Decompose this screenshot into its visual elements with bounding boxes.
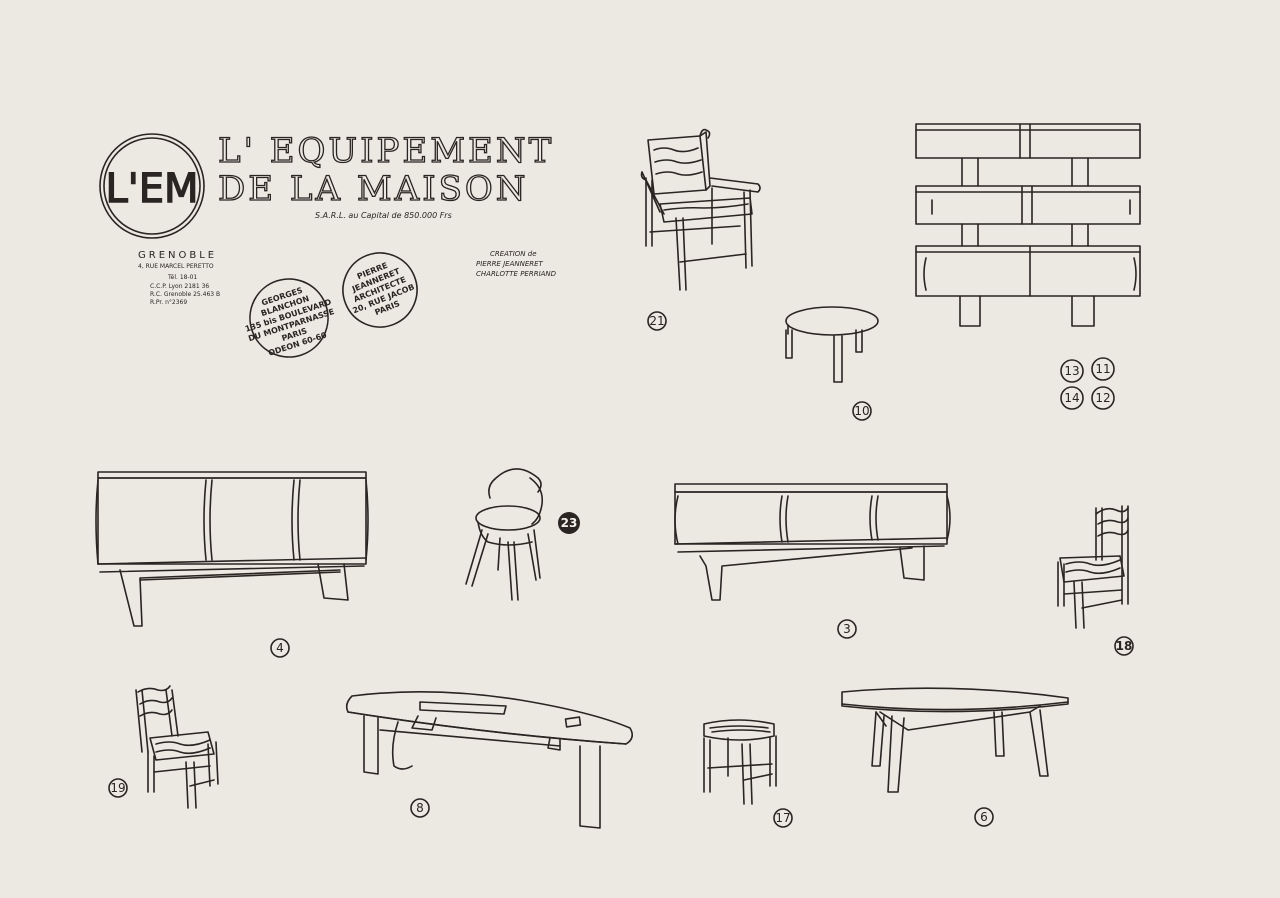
bookcase-numbers: 13 11 14 12 (1060, 357, 1115, 410)
item-number-17: 17 (773, 808, 793, 828)
title-line-1: L' EQUIPEMENT (218, 131, 554, 171)
designer-1: PIERRE JEANNERET (476, 260, 544, 268)
item-number-8: 8 (410, 798, 430, 818)
stamp-jeanneret: PIERRE JEANNERET ARCHITECTE 20, RUE JACO… (342, 252, 418, 328)
item-number-18-label: 18 (1116, 639, 1133, 653)
ccp-text: C.C.P. Lyon 2181 36 (150, 283, 209, 290)
item-number-17-label: 17 (775, 811, 790, 825)
address-text: 4, RUE MARCEL PERETTO (138, 263, 214, 270)
logo-text: L'EM (105, 166, 198, 212)
table-drawing (841, 687, 1069, 793)
stool-drawing (703, 719, 777, 805)
item-number-3-label: 3 (843, 622, 851, 636)
rp-text: R.Pr. n°2369 (150, 299, 187, 306)
item-number-14-label: 14 (1064, 391, 1079, 405)
low-table-drawing (785, 306, 879, 383)
item-number-23-label: 23 (561, 516, 578, 530)
item-number-21-label: 21 (649, 314, 664, 328)
sideboard-3-drawing (674, 483, 951, 601)
bentwood-chair-drawing (465, 468, 544, 601)
rc-text: R.C. Grenoble 25.463 B (150, 291, 220, 298)
straw-chair-18-drawing (1057, 505, 1129, 629)
item-number-19: 19 (108, 778, 128, 798)
item-number-13-label: 13 (1064, 364, 1079, 378)
item-number-19-label: 19 (110, 781, 125, 795)
item-number-6-label: 6 (980, 810, 988, 824)
capital-text: S.A.R.L. au Capital de 850.000 Frs (315, 211, 452, 220)
item-number-4: 4 (270, 638, 290, 658)
item-number-18: 18 (1114, 636, 1134, 656)
item-number-10-label: 10 (854, 404, 869, 418)
straw-chair-19-drawing (135, 685, 219, 809)
city-label: GRENOBLE (138, 250, 217, 261)
designer-2: CHARLOTTE PERRIAND (476, 270, 557, 278)
item-number-23: 23 (558, 512, 580, 534)
tel-text: Tél. 18-01 (167, 274, 197, 281)
creation-label: CREATION de (490, 250, 537, 258)
item-number-8-label: 8 (416, 801, 424, 815)
item-number-10: 10 (852, 401, 872, 421)
item-number-12-label: 12 (1095, 391, 1110, 405)
bookcase-drawing (915, 123, 1141, 327)
item-number-11-label: 11 (1095, 362, 1110, 376)
item-number-3: 3 (837, 619, 857, 639)
stamp-blanchon: GEORGES BLANCHON 135 bis BOULEVARD DU MO… (244, 278, 335, 358)
item-number-6: 6 (974, 807, 994, 827)
item-number-21: 21 (647, 311, 667, 331)
desk-drawing (345, 691, 634, 829)
sideboard-4-drawing (95, 471, 369, 627)
title-line-2: DE LA MAISON (218, 169, 529, 209)
armchair-drawing (640, 128, 761, 291)
item-number-4-label: 4 (276, 641, 284, 655)
logo-monogram: L'EM (99, 133, 205, 239)
